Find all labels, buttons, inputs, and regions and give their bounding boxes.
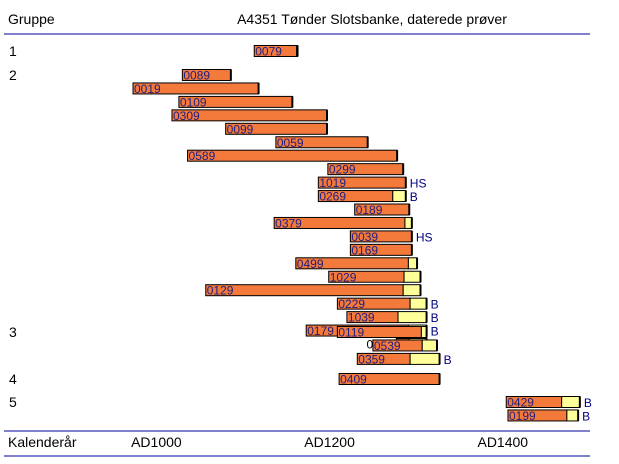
sample-id-label: 0269 (319, 190, 346, 204)
chart-title: A4351 Tønder Slotsbanke, daterede prøver (237, 11, 507, 27)
sample-id-label: 0109 (180, 95, 207, 109)
sample-id-label: 0079 (255, 45, 282, 59)
group-label: 5 (9, 394, 17, 410)
sample-note-label: B (584, 396, 592, 410)
sapwood-bar (404, 216, 413, 229)
x-tick-label: AD1400 (477, 434, 528, 450)
sample-id-label: 0179 (307, 324, 334, 338)
footer-label: Kalenderår (8, 434, 77, 450)
sample-id-label: 0129 (207, 284, 234, 298)
sample-id-label: 0229 (338, 297, 365, 311)
group-labels: 1 2 3 4 5 (9, 43, 17, 410)
sample-id-label: 0199 (509, 409, 536, 423)
sapwood-bar (566, 409, 579, 422)
sample-note-label: B (431, 325, 439, 339)
group-label: 3 (9, 324, 17, 340)
heartwood-bar (187, 149, 398, 162)
sample-id-label: 0589 (189, 149, 216, 163)
sample-note-label: HS (416, 230, 433, 244)
sample-id-label: 0089 (183, 69, 210, 83)
sample-id-label: 0039 (351, 230, 378, 244)
sapwood-bar (392, 190, 407, 203)
sample-id-label: 0189 (356, 203, 383, 217)
sample-id-label: 0539 (374, 339, 401, 353)
sample-id-label: 1029 (330, 270, 357, 284)
sample-id-label: 0379 (275, 216, 302, 230)
sample-note-label: HS (410, 177, 427, 191)
sapwood-bar (403, 270, 422, 283)
sapwood-bar (409, 352, 441, 365)
sample-id-label: 0019 (134, 82, 161, 96)
sapwood-bar (421, 339, 438, 352)
sample-id-label: 0119 (338, 326, 364, 340)
sample-note-label: B (431, 311, 439, 325)
sample-note-label: B (444, 353, 452, 367)
x-tick-label: AD1000 (131, 434, 182, 450)
sapwood-bar (397, 311, 428, 324)
sapwood-bar (402, 284, 422, 297)
sample-id-label: 0169 (351, 243, 378, 257)
sapwood-bar (407, 257, 418, 270)
sample-id-label: 0309 (173, 109, 200, 123)
sapwood-bar (561, 396, 581, 408)
sample-note-label: B (431, 298, 439, 312)
sample-id-label: 1039 (348, 311, 375, 325)
x-tick-label: AD1200 (304, 434, 355, 450)
x-axis-ticks: AD1000 AD1200 AD1400 (131, 434, 528, 450)
sapwood-bar (409, 297, 428, 310)
sample-id-label: 0409 (340, 373, 367, 387)
sample-id-label: 0429 (507, 396, 534, 410)
sample-id-label: 0299 (329, 163, 356, 177)
header-label: Gruppe (8, 11, 55, 27)
sample-id-label: 0099 (227, 122, 254, 136)
sample-id-label: 0499 (297, 257, 324, 271)
sample-id-label: 0059 (277, 136, 304, 150)
sample-note-label: B (582, 409, 590, 423)
sample-note-label: B (410, 190, 418, 204)
sample-id-label: 1019 (319, 176, 346, 190)
group-label: 1 (9, 43, 17, 59)
group-label: 4 (9, 371, 17, 387)
heartwood-bar (205, 284, 404, 297)
sample-id-label: 0359 (358, 352, 385, 366)
group-label: 2 (9, 67, 17, 83)
